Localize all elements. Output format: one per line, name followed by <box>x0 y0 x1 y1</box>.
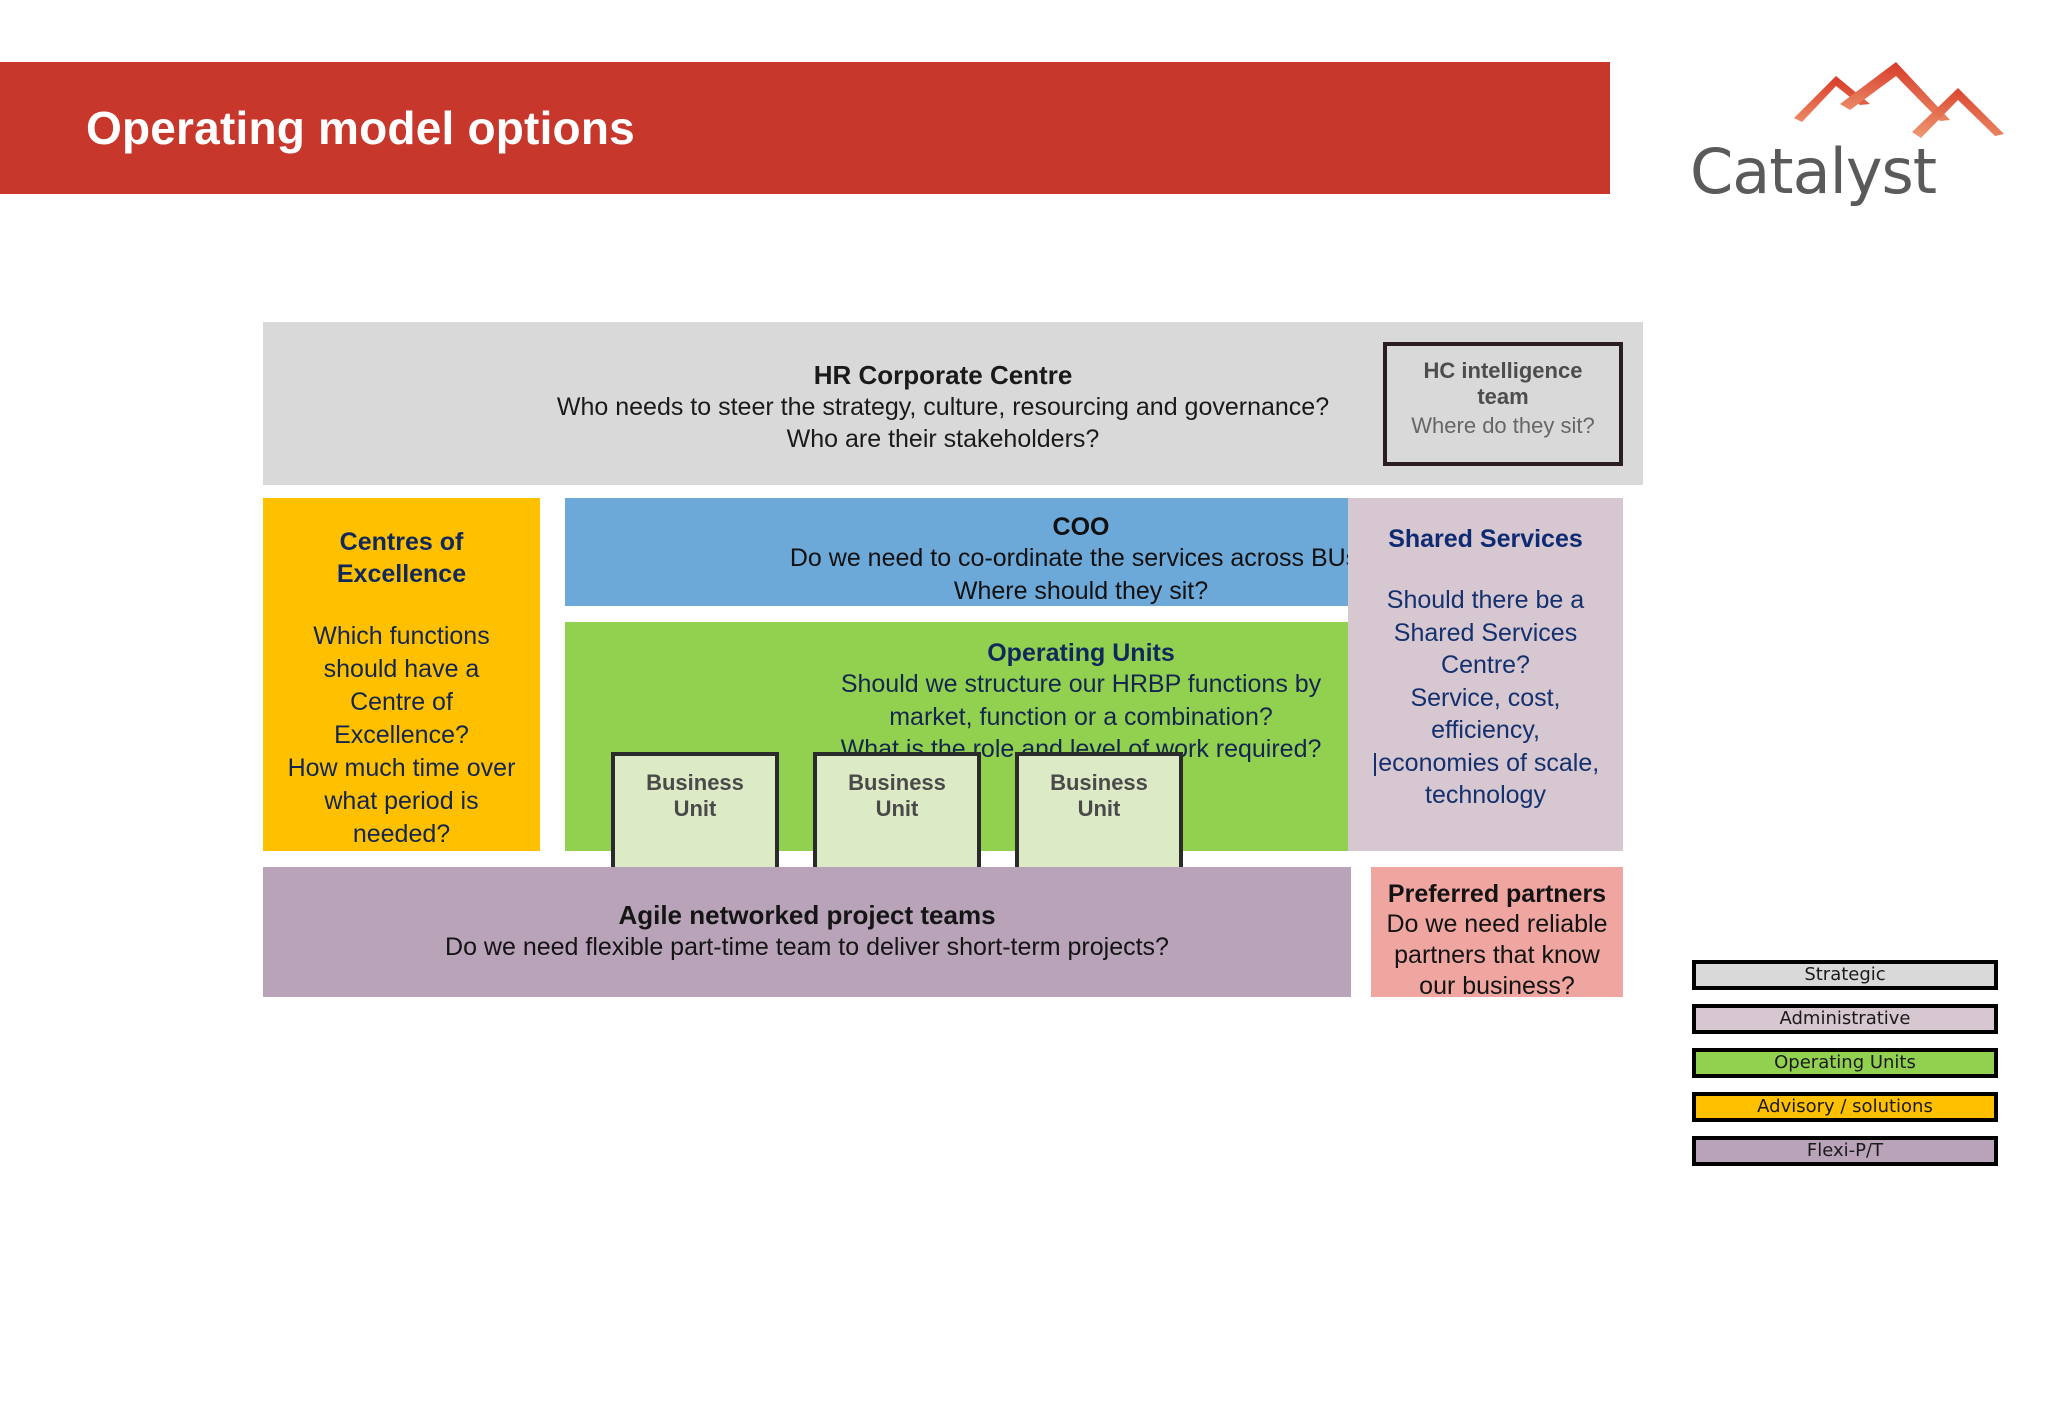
coe-line-6: what period is <box>324 787 479 815</box>
bu2-line1: Business <box>848 770 946 795</box>
hc-intelligence-team-box: HC intelligence team Where do they sit? <box>1383 342 1623 466</box>
centres-of-excellence-body: Which functions should have a Centre of … <box>288 620 516 851</box>
operating-units-line-1: Should we structure our HRBP functions b… <box>840 670 1322 698</box>
bu3-line2: Unit <box>1077 796 1121 822</box>
ss-line-4: Service, cost, <box>1410 683 1561 712</box>
legend-label-flexi-pt: Flexi-P/T <box>1806 1140 1884 1161</box>
bu1-line2: Unit <box>673 796 717 822</box>
legend: Strategic Administrative Operating Units… <box>1692 960 1998 1180</box>
preferred-partners-title: Preferred partners <box>1387 880 1607 908</box>
legend-label-advisory-solutions: Advisory / solutions <box>1757 1096 1933 1117</box>
shared-services-body: Should there be a Shared Services Centre… <box>1372 584 1599 812</box>
preferred-partners-line-3: our business? <box>1419 972 1575 1000</box>
bu3-line1: Business <box>1050 770 1148 795</box>
preferred-partners-block: Preferred partners Do we need reliable p… <box>1371 867 1623 1000</box>
shared-services-block: Shared Services Should there be a Shared… <box>1348 498 1623 851</box>
centres-of-excellence-title-line-1: Centres of <box>339 528 464 556</box>
legend-item-administrative: Administrative <box>1692 1004 1998 1034</box>
logo-wordmark: Catalyst <box>1690 135 1937 208</box>
ss-line-3: Centre? <box>1441 651 1530 679</box>
legend-label-operating-units: Operating Units <box>1774 1052 1916 1073</box>
preferred-partners-line-1: Do we need reliable <box>1386 910 1608 938</box>
preferred-partners-line-2: partners that know <box>1394 941 1600 969</box>
centres-of-excellence-title-line-2: Excellence <box>336 560 467 588</box>
hr-corporate-centre-line-1: Who needs to steer the strategy, culture… <box>556 392 1330 421</box>
coe-line-5: How much time over <box>287 754 516 782</box>
legend-item-advisory-solutions: Advisory / solutions <box>1692 1092 1998 1122</box>
agile-networked-project-teams-block: Agile networked project teams Do we need… <box>263 867 1351 997</box>
title-bar: Operating model options <box>0 62 1610 194</box>
bu1-line1: Business <box>646 770 744 795</box>
legend-item-operating-units: Operating Units <box>1692 1048 1998 1078</box>
shared-services-title: Shared Services <box>1388 525 1583 553</box>
agile-teams-title: Agile networked project teams <box>618 900 996 931</box>
agile-teams-line-1: Do we need flexible part-time team to de… <box>445 933 1169 962</box>
bu2-line2: Unit <box>875 796 919 822</box>
coe-line-1: Which functions <box>313 622 490 650</box>
catalyst-logo: Catalyst <box>1690 60 2020 208</box>
hc-intelligence-title-line-1: HC intelligence <box>1423 358 1583 383</box>
ss-line-2: Shared Services <box>1393 618 1578 647</box>
mountain-peaks-icon <box>1794 62 2004 138</box>
legend-label-strategic: Strategic <box>1804 964 1886 985</box>
hr-corporate-centre-line-2: Who are their stakeholders? <box>786 424 1100 453</box>
ss-line-5: efficiency, <box>1431 716 1540 744</box>
hc-intelligence-body: Where do they sit? <box>1411 412 1595 438</box>
page-title: Operating model options <box>86 102 635 154</box>
operating-units-line-2: market, function or a combination? <box>889 702 1273 731</box>
hr-corporate-centre-title: HR Corporate Centre <box>813 360 1073 390</box>
legend-label-administrative: Administrative <box>1779 1008 1911 1029</box>
coo-line-2: Where should they sit? <box>953 576 1209 605</box>
centres-of-excellence-block: Centres of Excellence Which functions sh… <box>263 498 540 851</box>
coo-line-1: Do we need to co-ordinate the services a… <box>789 544 1373 572</box>
legend-item-flexi-pt: Flexi-P/T <box>1692 1136 1998 1166</box>
hr-corporate-centre-block: HR Corporate Centre Who needs to steer t… <box>263 322 1643 485</box>
coe-line-3: Centre of <box>350 688 453 716</box>
hc-intelligence-title-line-2: team <box>1477 384 1529 410</box>
ss-line-6: |economies of scale, <box>1371 748 1600 777</box>
coe-line-4: Excellence? <box>334 721 469 749</box>
operating-units-title: Operating Units <box>987 639 1175 667</box>
ss-line-7: technology <box>1425 781 1546 809</box>
legend-item-strategic: Strategic <box>1692 960 1998 990</box>
operating-model-diagram: HR Corporate Centre Who needs to steer t… <box>263 322 1643 1184</box>
coo-title: COO <box>1052 513 1110 541</box>
coe-line-2: should have a <box>323 655 480 683</box>
coe-line-7: needed? <box>352 820 451 848</box>
hr-corporate-centre-text: HR Corporate Centre Who needs to steer t… <box>443 360 1443 455</box>
ss-line-1: Should there be a <box>1386 586 1585 614</box>
